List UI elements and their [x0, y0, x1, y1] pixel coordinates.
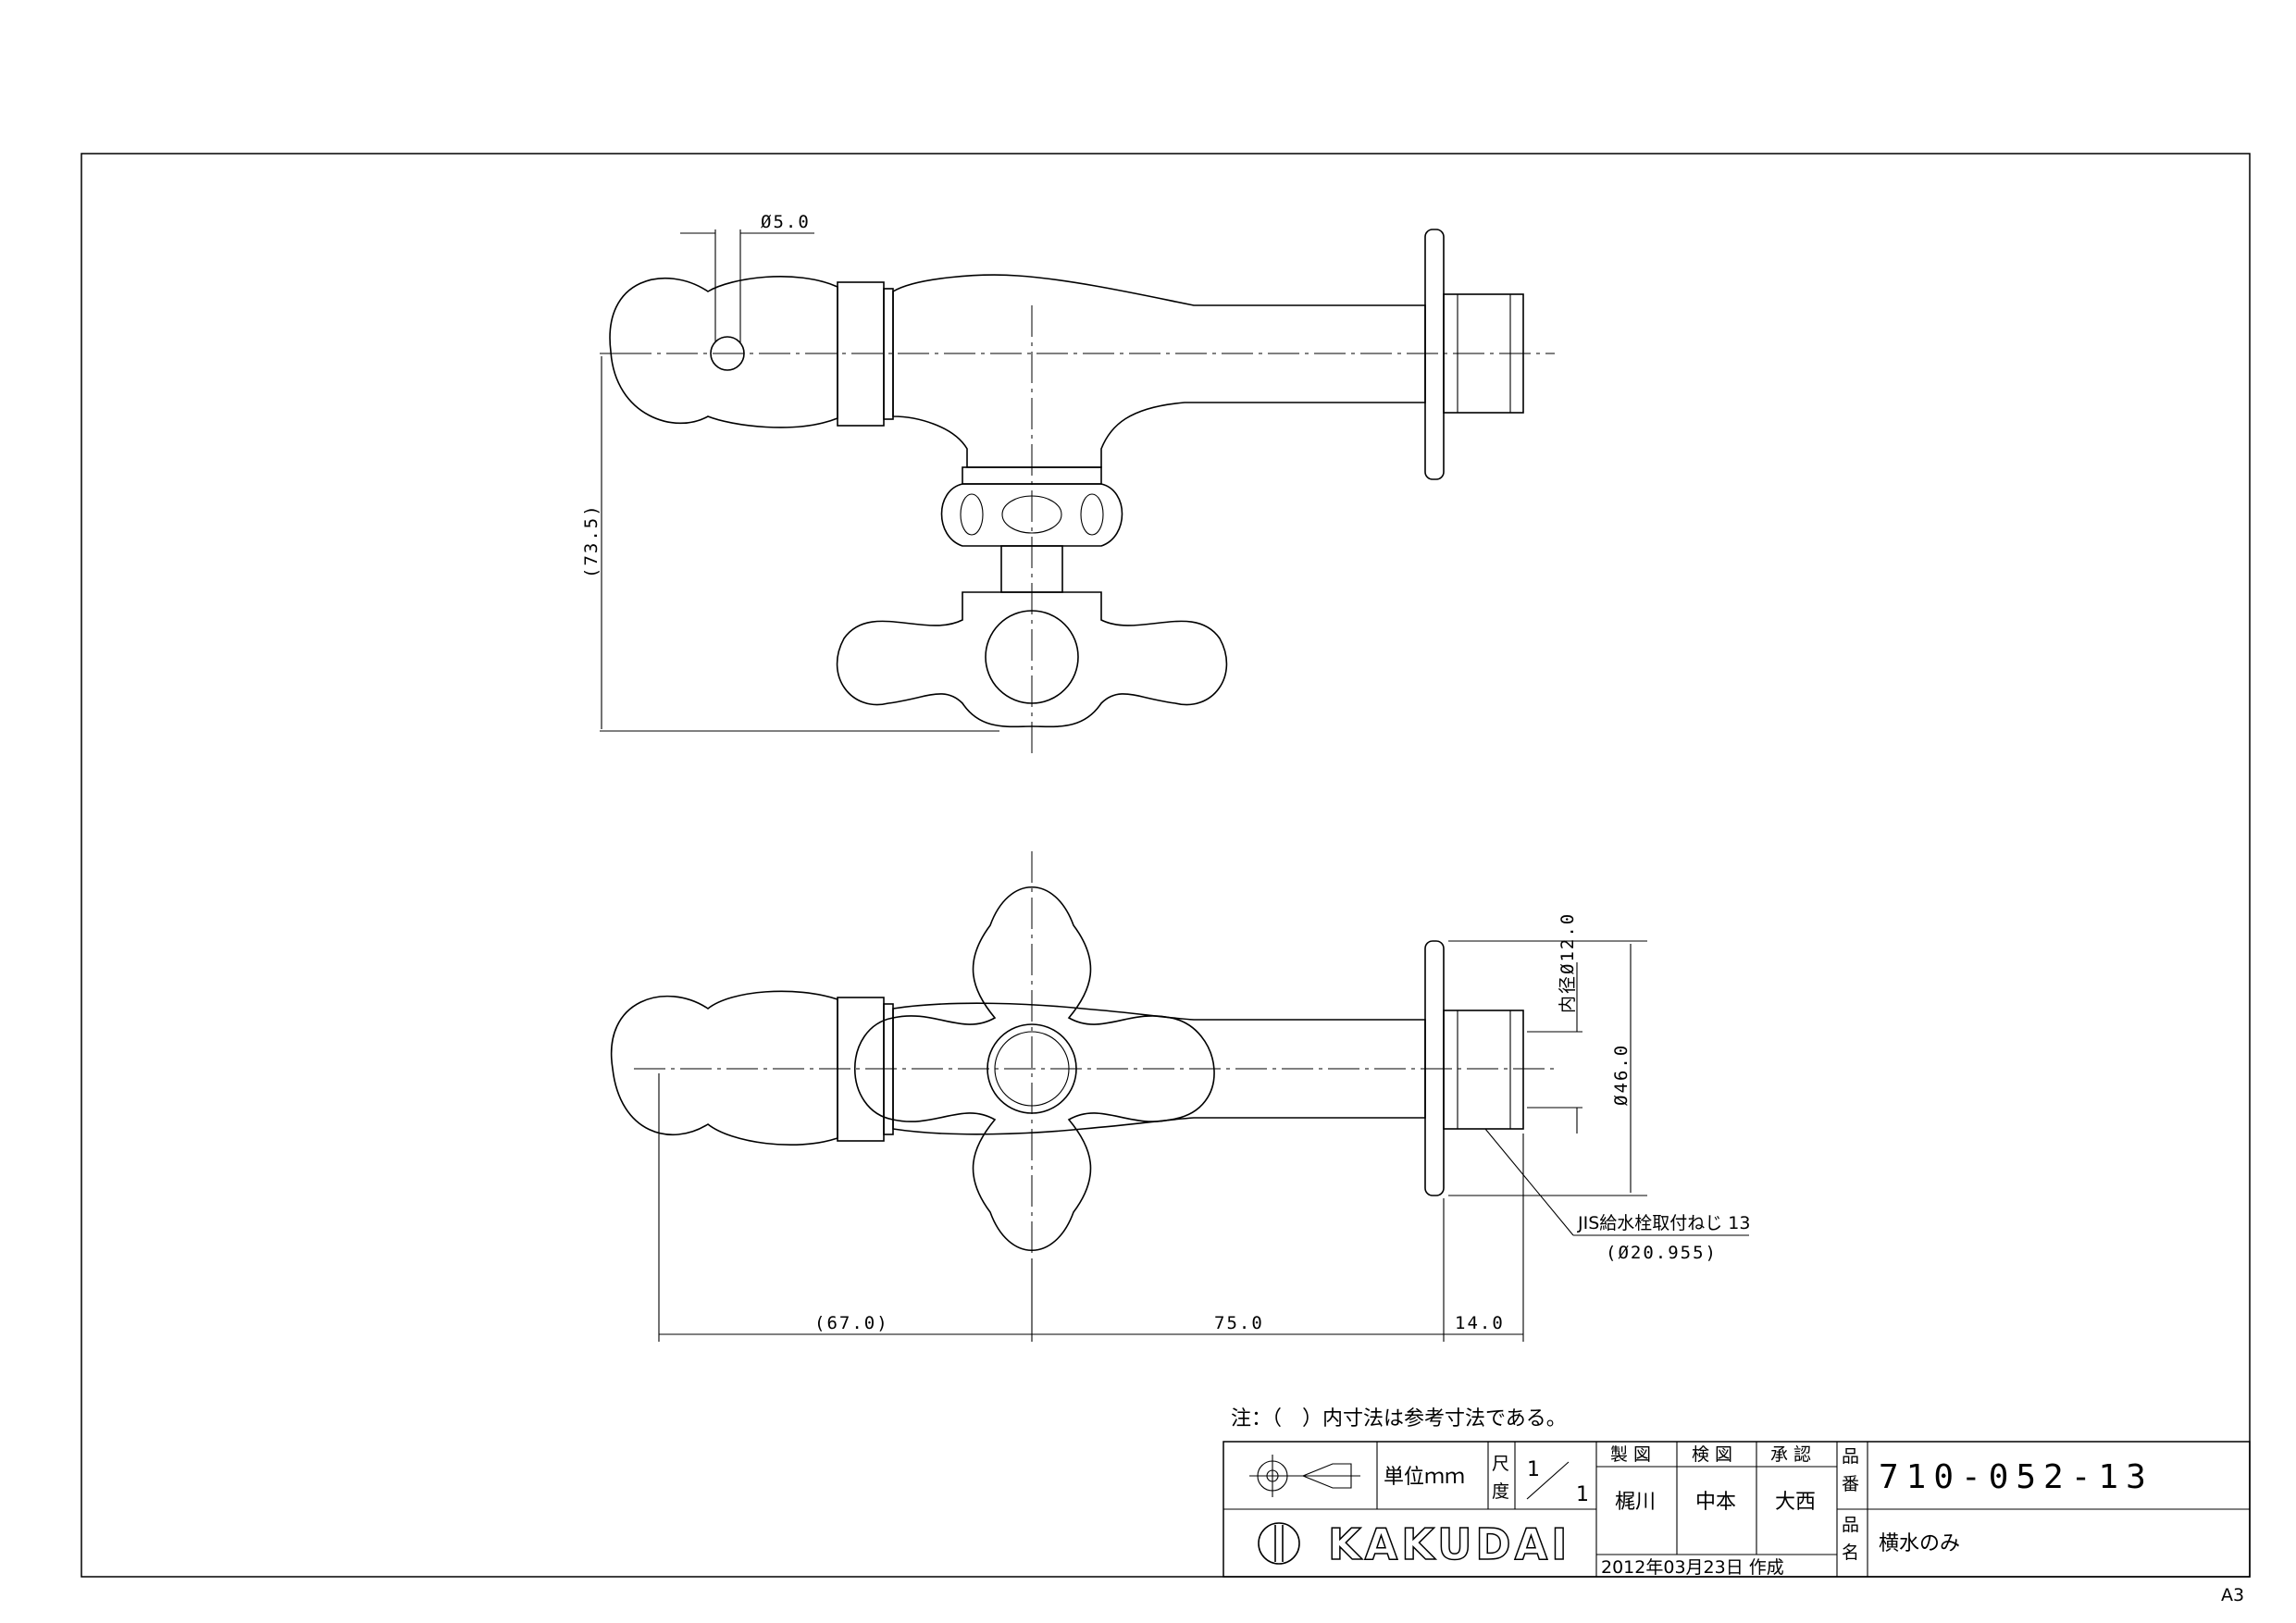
drawing-frame [81, 153, 2251, 1578]
svg-text:1: 1 [1576, 1483, 1589, 1506]
svg-text:大西: 大西 [1775, 1491, 1816, 1514]
svg-text:単位ｍｍ: 単位ｍｍ [1384, 1466, 1465, 1489]
svg-text:度: 度 [1492, 1481, 1509, 1502]
kakudai-logo: KAKUDAI [1258, 1518, 1570, 1570]
svg-text:(67.0): (67.0) [814, 1313, 889, 1333]
dim-flange-diameter: Ø46.0 [1448, 940, 1647, 1196]
third-angle-projection-icon [1249, 1455, 1360, 1497]
svg-text:Ø46.0: Ø46.0 [1611, 1044, 1632, 1106]
svg-text:検 図: 検 図 [1692, 1444, 1732, 1465]
svg-text:製 図: 製 図 [1610, 1444, 1651, 1465]
part-name: 横水のみ [1879, 1532, 1960, 1555]
svg-text:Ø5.0: Ø5.0 [761, 212, 811, 232]
thread-callout: JIS給水栓取付ねじ 13 (Ø20.955) [1484, 1128, 1750, 1263]
svg-text:JIS給水栓取付ねじ 13: JIS給水栓取付ねじ 13 [1577, 1213, 1750, 1233]
sheet-size: A3 [2221, 1585, 2244, 1605]
side-view [609, 229, 1555, 759]
svg-text:内径Ø12.0: 内径Ø12.0 [1558, 912, 1578, 1013]
plan-view [610, 851, 1555, 1323]
svg-text:(73.5): (73.5) [581, 503, 602, 578]
reference-note: 注：（ ）内寸法は参考寸法である。 [1231, 1407, 1567, 1431]
svg-text:梶川: 梶川 [1615, 1491, 1656, 1514]
svg-text:中本: 中本 [1695, 1491, 1736, 1514]
svg-text:1: 1 [1527, 1458, 1540, 1481]
dim-lengths: (67.0) 75.0 14.0 [658, 1073, 1524, 1342]
dim-inner-diameter: 内径Ø12.0 [1527, 912, 1582, 1134]
svg-text:2012年03月23日 作成: 2012年03月23日 作成 [1601, 1557, 1784, 1578]
svg-text:承 認: 承 認 [1770, 1444, 1811, 1465]
svg-text:(Ø20.955): (Ø20.955) [1606, 1243, 1718, 1263]
svg-text:KAKUDAI: KAKUDAI [1328, 1519, 1570, 1569]
svg-text:品: 品 [1842, 1446, 1859, 1467]
svg-text:品: 品 [1842, 1515, 1859, 1535]
pin-hole [710, 336, 745, 371]
title-block: 単位ｍｍ 尺 度 1 1 製 図 検 図 承 認 梶川 中本 大西 2012年0… [1222, 1441, 2251, 1578]
dim-pin-diameter: Ø5.0 [680, 212, 814, 234]
svg-text:尺: 尺 [1492, 1454, 1509, 1474]
dim-height: (73.5) [581, 353, 999, 732]
svg-text:75.0: 75.0 [1214, 1313, 1264, 1333]
svg-text:名: 名 [1842, 1542, 1859, 1563]
part-number: 710-052-13 [1879, 1458, 2153, 1496]
svg-text:番: 番 [1842, 1474, 1859, 1494]
svg-text:14.0: 14.0 [1455, 1313, 1505, 1333]
